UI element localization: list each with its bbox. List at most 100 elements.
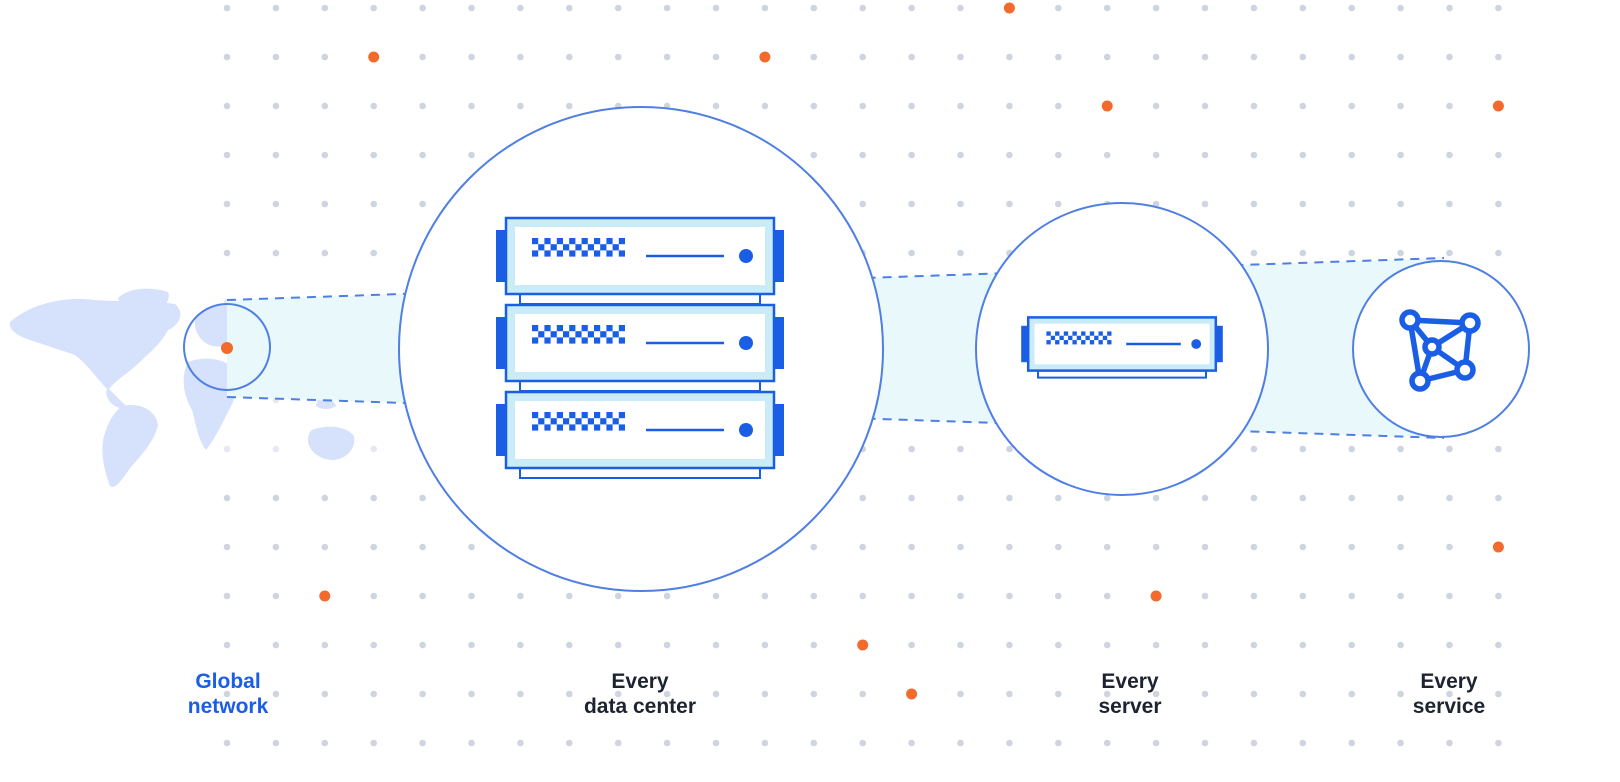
grid-dot [1299, 200, 1307, 208]
grid-dot [1495, 739, 1502, 747]
grid-dot [223, 641, 231, 649]
grid-dot [321, 151, 329, 159]
grid-dot [1250, 592, 1258, 600]
grid-dot [1299, 543, 1307, 551]
grid-dot [468, 151, 475, 159]
grid-dot [810, 739, 818, 747]
grid-dot [370, 200, 378, 208]
grid-dot [1495, 4, 1502, 12]
label-data-center-line-1: Every [611, 670, 669, 693]
grid-dot [1397, 445, 1404, 453]
grid-dot [1446, 102, 1453, 110]
grid-dot [614, 4, 622, 12]
grid-dot [957, 592, 964, 600]
highlight-dot [1150, 590, 1162, 602]
grid-dot [859, 151, 866, 159]
grid-dot [370, 739, 378, 747]
grid-dot [1103, 543, 1111, 551]
grid-dot [223, 445, 231, 453]
grid-dot [908, 739, 915, 747]
grid-dot [1103, 53, 1111, 61]
grid-dot [566, 690, 573, 698]
grid-dot [1397, 151, 1404, 159]
label-data-center-line-2: data center [583, 695, 697, 718]
grid-dot [1055, 151, 1062, 159]
grid-dot [957, 445, 964, 453]
grid-dot [419, 102, 426, 110]
server-icon [1021, 316, 1223, 379]
grid-dot [1495, 200, 1502, 208]
grid-dot [419, 151, 426, 159]
grid-dot [1495, 151, 1502, 159]
grid-dot [810, 592, 818, 600]
server-unit [496, 303, 784, 392]
grid-dot [1250, 641, 1258, 649]
grid-dot [1006, 200, 1013, 208]
grid-dot [1446, 739, 1453, 747]
grid-dot [1250, 690, 1258, 698]
grid-dot [1055, 592, 1062, 600]
grid-dot [1006, 494, 1013, 502]
grid-dot [908, 200, 915, 208]
grid-dot [1103, 641, 1111, 649]
grid-dot [712, 592, 720, 600]
grid-dot [908, 543, 915, 551]
grid-dot [761, 690, 769, 698]
grid-dot [1397, 543, 1404, 551]
grid-dot [321, 102, 329, 110]
grid-dot [419, 200, 426, 208]
grid-dot [1495, 494, 1502, 502]
grid-dot [663, 53, 671, 61]
grid-dot [957, 200, 964, 208]
server-unit [496, 390, 784, 479]
grid-dot [1299, 592, 1307, 600]
grid-dot [957, 739, 964, 747]
grid-dot [1250, 739, 1258, 747]
grid-dot [614, 592, 622, 600]
grid-dot [1348, 200, 1355, 208]
grid-dot [223, 4, 231, 12]
grid-dot [908, 494, 915, 502]
grid-dot [1250, 200, 1258, 208]
grid-dot [419, 641, 426, 649]
grid-dot [566, 641, 573, 649]
grid-dot [223, 249, 231, 257]
grid-dot [908, 445, 915, 453]
grid-dot [663, 4, 671, 12]
grid-dot [468, 592, 475, 600]
grid-dot [272, 690, 280, 698]
label-service-line-2: service [1412, 695, 1486, 718]
grid-dot [614, 53, 622, 61]
grid-dot [517, 592, 524, 600]
grid-dot [272, 445, 280, 453]
grid-dot [712, 641, 720, 649]
grid-dot [1055, 102, 1062, 110]
grid-dot [1446, 445, 1453, 453]
grid-dot [223, 200, 231, 208]
grid-dot [1201, 592, 1209, 600]
highlight-dot [319, 590, 331, 602]
grid-dot [321, 739, 329, 747]
grid-dot [1152, 641, 1160, 649]
grid-dot [663, 739, 671, 747]
grid-dot [517, 4, 524, 12]
grid-dot [810, 543, 818, 551]
grid-dot [1397, 53, 1404, 61]
highlight-dot [1003, 2, 1015, 14]
grid-dot [321, 249, 329, 257]
grid-dot [908, 641, 915, 649]
network-graph-icon [1399, 309, 1481, 392]
grid-dot [370, 592, 378, 600]
grid-dot [566, 102, 573, 110]
grid-dot [614, 739, 622, 747]
grid-dot [908, 4, 915, 12]
label-server-line-1: Every [1101, 670, 1159, 693]
grid-dot [957, 494, 964, 502]
global-network-circle [183, 303, 271, 391]
grid-dot [761, 641, 769, 649]
grid-dot [1152, 4, 1160, 12]
grid-dot [223, 151, 231, 159]
grid-dot [957, 4, 964, 12]
grid-dot [1201, 543, 1209, 551]
